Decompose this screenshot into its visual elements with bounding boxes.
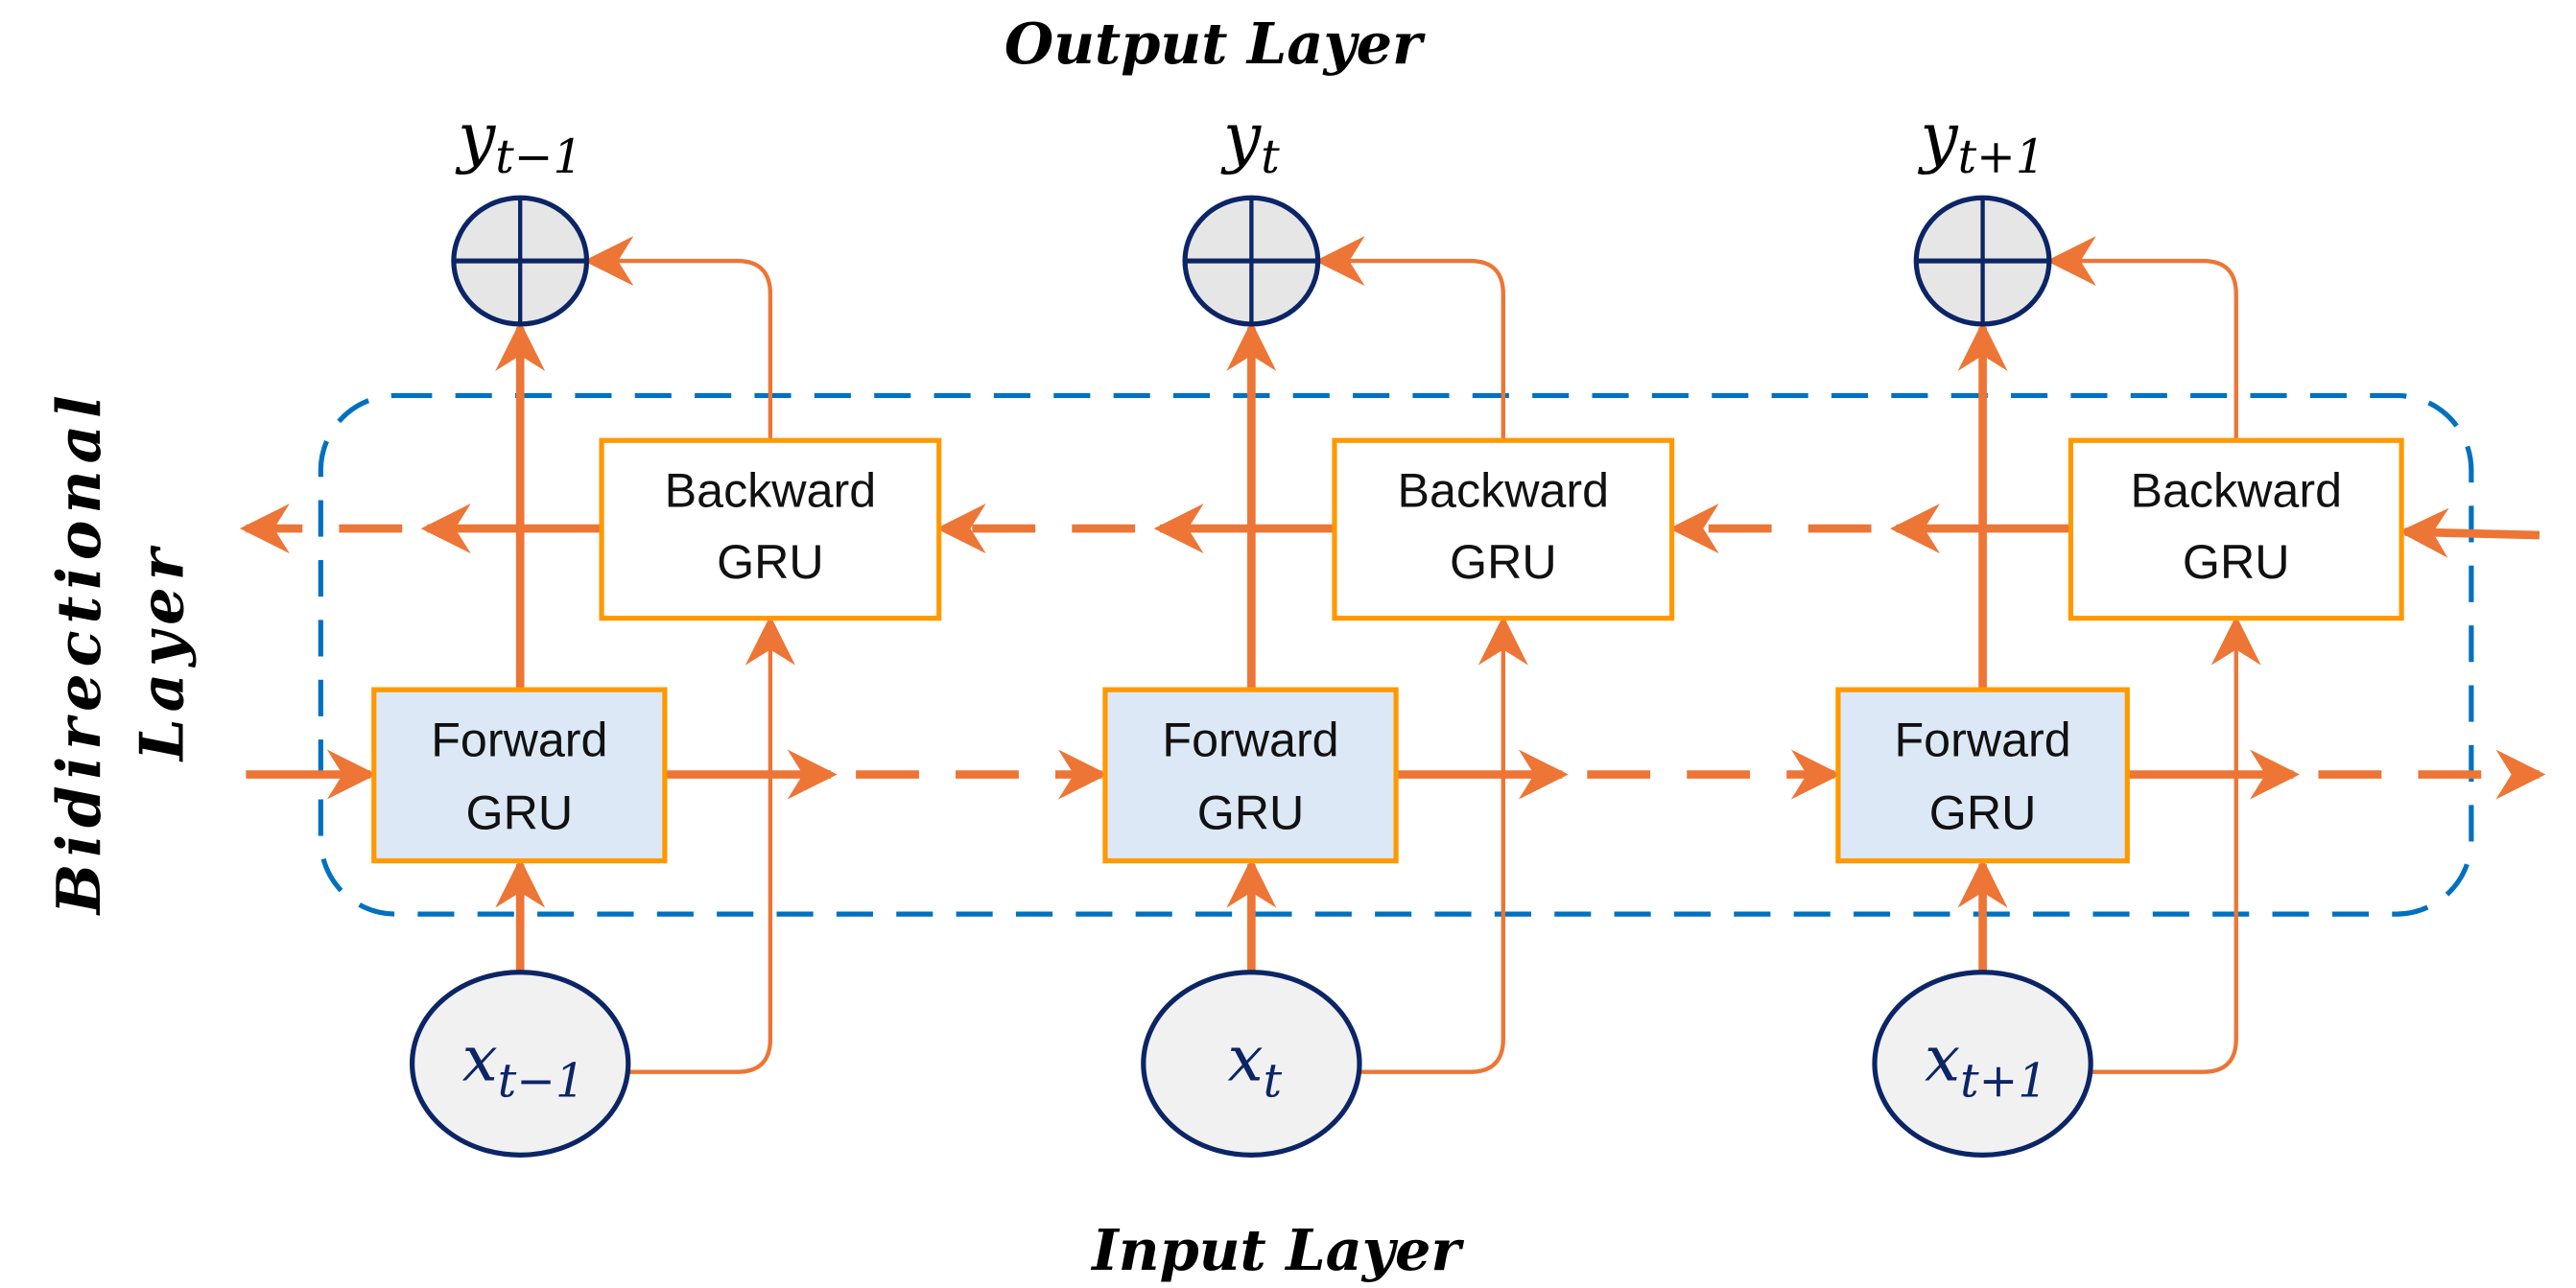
input-to-backward-arrow xyxy=(2091,615,2261,1074)
backward-gru-label-line1: Backward xyxy=(1398,464,1610,518)
input-to-backward-arrow xyxy=(627,615,795,1074)
backward-to-output-arrow xyxy=(1314,236,1505,441)
forward-gru-label-line1: Forward xyxy=(1162,713,1338,766)
input-label-base: x xyxy=(1228,1021,1264,1095)
output-label: yt xyxy=(1220,99,1280,184)
output-label-subscript: t xyxy=(1261,130,1280,184)
backward-gru-label-line2: GRU xyxy=(717,535,824,589)
diagram-nodes: yt−1BackwardGRUForwardGRUxt−1ytBackwardG… xyxy=(371,99,2404,1158)
output-label-subscript: t−1 xyxy=(495,130,582,184)
forward-gru-rect xyxy=(1835,687,2130,864)
output-layer-title: Output Layer xyxy=(1004,11,1426,77)
output-label: yt−1 xyxy=(455,99,582,184)
output-label: yt+1 xyxy=(1918,99,2045,184)
input-node: xt+1 xyxy=(1872,970,2093,1158)
connection-arrows xyxy=(239,236,2546,1074)
backward-gru-label-line1: Backward xyxy=(2130,464,2342,518)
input-label-base: x xyxy=(462,1021,498,1095)
forward-gru-label-line1: Forward xyxy=(1894,713,2070,766)
input-label: xt+1 xyxy=(1925,1021,2047,1108)
input-label: xt xyxy=(1228,1021,1283,1108)
backward-gru-label-line1: Backward xyxy=(665,464,877,518)
input-label-subscript: t xyxy=(1264,1055,1283,1109)
backward-gru-rect xyxy=(1332,437,1675,621)
backward-entry-arrow xyxy=(2399,507,2540,558)
bidirectional-layer-label: Bidirectional Layer xyxy=(43,388,198,916)
input-node-circle xyxy=(1141,970,1362,1158)
input-node: xt−1 xyxy=(410,970,631,1158)
forward-gru-rect xyxy=(371,687,668,864)
input-to-backward-arrow xyxy=(1359,615,1528,1074)
backward-to-output-arrow xyxy=(583,236,773,441)
output-label-base: y xyxy=(1220,99,1262,176)
input-label-base: x xyxy=(1925,1021,1960,1095)
backward-to-output-arrow xyxy=(2045,236,2238,441)
input-node-circle xyxy=(1872,970,2093,1158)
input-node: xt xyxy=(1141,970,1362,1158)
forward-gru-label-line1: Forward xyxy=(431,713,607,766)
forward-gru-label-line2: GRU xyxy=(1197,786,1305,840)
forward-gru-rect xyxy=(1102,687,1399,864)
backward-gru-label-line2: GRU xyxy=(1450,535,1557,589)
output-sum-node xyxy=(1182,195,1321,327)
side-label-line1: Bidirectional xyxy=(43,388,114,916)
output-sum-node xyxy=(451,195,590,327)
backward-gru-label-line2: GRU xyxy=(2183,535,2290,589)
side-label-line2: Layer xyxy=(127,542,198,762)
input-label-subscript: t−1 xyxy=(498,1055,585,1109)
input-node-circle xyxy=(410,970,631,1158)
backward-gru-rect xyxy=(599,437,942,621)
input-layer-title: Input Layer xyxy=(1090,1217,1464,1283)
backward-gru-rect xyxy=(2068,437,2404,621)
bidirectional-frame xyxy=(318,392,2474,917)
output-label-base: y xyxy=(455,99,496,176)
input-label-subscript: t+1 xyxy=(1960,1055,2047,1109)
forward-gru-label-line2: GRU xyxy=(1929,786,2037,840)
output-label-base: y xyxy=(1918,99,1959,176)
forward-gru-label-line2: GRU xyxy=(466,786,574,840)
output-label-subscript: t+1 xyxy=(1958,130,2045,184)
input-label: xt−1 xyxy=(462,1021,585,1108)
output-sum-node xyxy=(1913,195,2052,327)
